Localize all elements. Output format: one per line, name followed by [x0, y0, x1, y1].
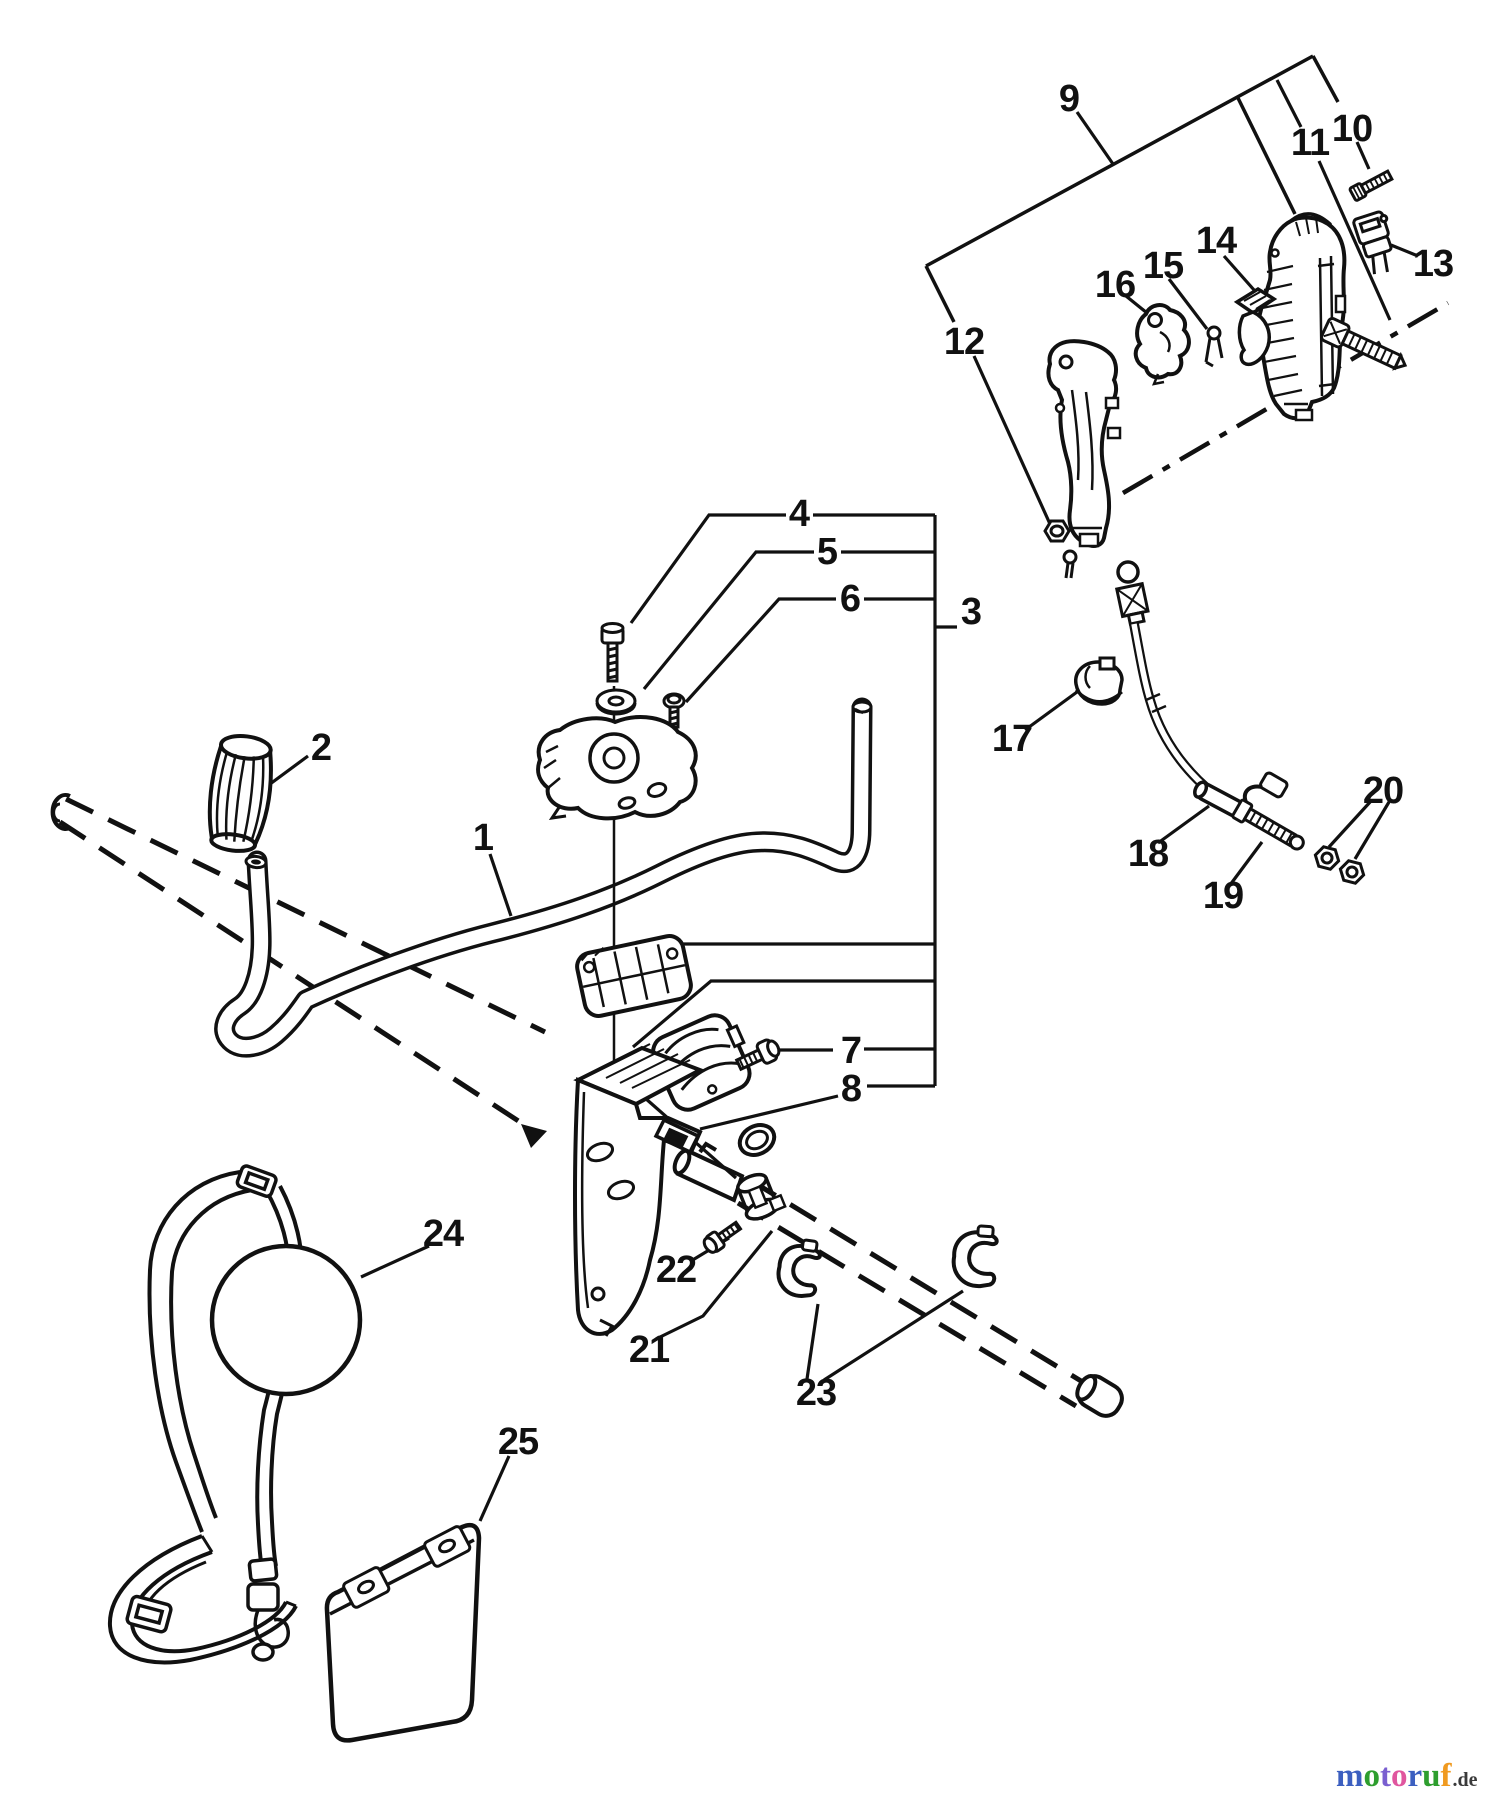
switch-part-13 — [1352, 210, 1393, 275]
o-ring — [737, 1123, 777, 1157]
handle-half-left — [1046, 339, 1122, 548]
callout-4: 4 — [788, 493, 810, 535]
callout-2: 2 — [310, 727, 332, 769]
washer-5 — [595, 688, 637, 716]
motoruf-logo: m o t o r u f .de — [1336, 1760, 1478, 1793]
bolt-7 — [734, 1038, 781, 1072]
callout-20: 20 — [1362, 770, 1404, 812]
handle-half-right — [1256, 212, 1347, 422]
callout-7: 7 — [840, 1030, 862, 1072]
swivel-pin — [1062, 549, 1078, 579]
collar-clamp-21 — [736, 1172, 787, 1221]
screw-6 — [662, 692, 686, 729]
cable-nuts-20 — [1313, 845, 1366, 885]
callout-24: 24 — [422, 1213, 464, 1255]
mount-plate — [536, 715, 698, 821]
shaft-clamps-23 — [776, 1224, 999, 1299]
lockout-lever-16 — [1133, 303, 1191, 386]
callout-23: 23 — [795, 1372, 837, 1414]
callout-8: 8 — [840, 1068, 862, 1110]
shaft-tube-end-cap — [1075, 1374, 1124, 1418]
logo-letter: o — [1363, 1758, 1381, 1794]
shaft-arrow-mark — [521, 1124, 547, 1148]
logo-suffix: .de — [1452, 1769, 1478, 1791]
upper-clamp-block — [575, 934, 693, 1018]
callout-3: 3 — [960, 591, 982, 633]
belt-loop — [107, 1534, 298, 1665]
hip-pad-25 — [324, 1522, 482, 1743]
callout-15: 15 — [1142, 245, 1184, 287]
callout-6: 6 — [839, 578, 861, 620]
nut-12 — [1043, 519, 1071, 543]
bolt-4 — [600, 622, 625, 683]
clamp-pad-8 — [653, 1117, 701, 1155]
assembly-frame-lines — [924, 54, 1340, 323]
callout-22: 22 — [655, 1249, 697, 1291]
harness-group — [107, 1164, 482, 1743]
throttle-cable-group — [1074, 560, 1366, 885]
strap-top-clip — [235, 1164, 278, 1198]
cable-clevis — [1114, 581, 1150, 626]
bolt-22 — [702, 1220, 743, 1254]
logo-letter: f — [1440, 1758, 1452, 1794]
callout-5: 5 — [816, 531, 838, 573]
callout-17: 17 — [991, 718, 1033, 760]
callout-12: 12 — [943, 321, 985, 363]
bolt-10 — [1348, 169, 1394, 202]
logo-letter: r — [1407, 1758, 1423, 1794]
callout-18: 18 — [1127, 833, 1169, 875]
spring-15 — [1204, 325, 1224, 368]
clamp-stack — [573, 934, 781, 1337]
throttle-handle-assembly — [1043, 169, 1408, 579]
callout-1: 1 — [472, 817, 494, 859]
cable-hanger-group — [702, 1123, 787, 1254]
callout-25: 25 — [497, 1421, 539, 1463]
callout-16: 16 — [1094, 264, 1136, 306]
lower-mount-bracket — [573, 1043, 705, 1337]
cable-outer — [1129, 623, 1217, 797]
cable-ball-end — [1116, 560, 1140, 584]
driveshaft-dashed-lines — [50, 301, 1450, 1409]
screw-11 — [1320, 317, 1408, 371]
logo-letter: o — [1391, 1758, 1408, 1794]
grip-drawing — [207, 734, 273, 853]
shoulder-pad-24 — [209, 1243, 363, 1397]
callout-19: 19 — [1202, 875, 1244, 917]
callout-leader-lines — [265, 79, 1419, 1522]
logo-letter: u — [1422, 1758, 1441, 1794]
callout-10: 10 — [1331, 108, 1373, 150]
callout-14: 14 — [1195, 220, 1237, 262]
logo-letter: t — [1380, 1758, 1391, 1794]
strap-snap-hook — [246, 1557, 290, 1662]
callout-13: 13 — [1412, 243, 1454, 285]
throttle-trigger-14 — [1233, 286, 1278, 367]
cable-clip-17 — [1074, 656, 1124, 706]
cable-hook — [1242, 771, 1289, 808]
handlebar-drawing — [214, 697, 873, 1058]
callout-21: 21 — [628, 1329, 670, 1371]
logo-letter: m — [1336, 1758, 1364, 1794]
callout-11: 11 — [1290, 122, 1330, 164]
cable-adjuster-19 — [1231, 798, 1305, 851]
callout-9: 9 — [1058, 78, 1080, 120]
